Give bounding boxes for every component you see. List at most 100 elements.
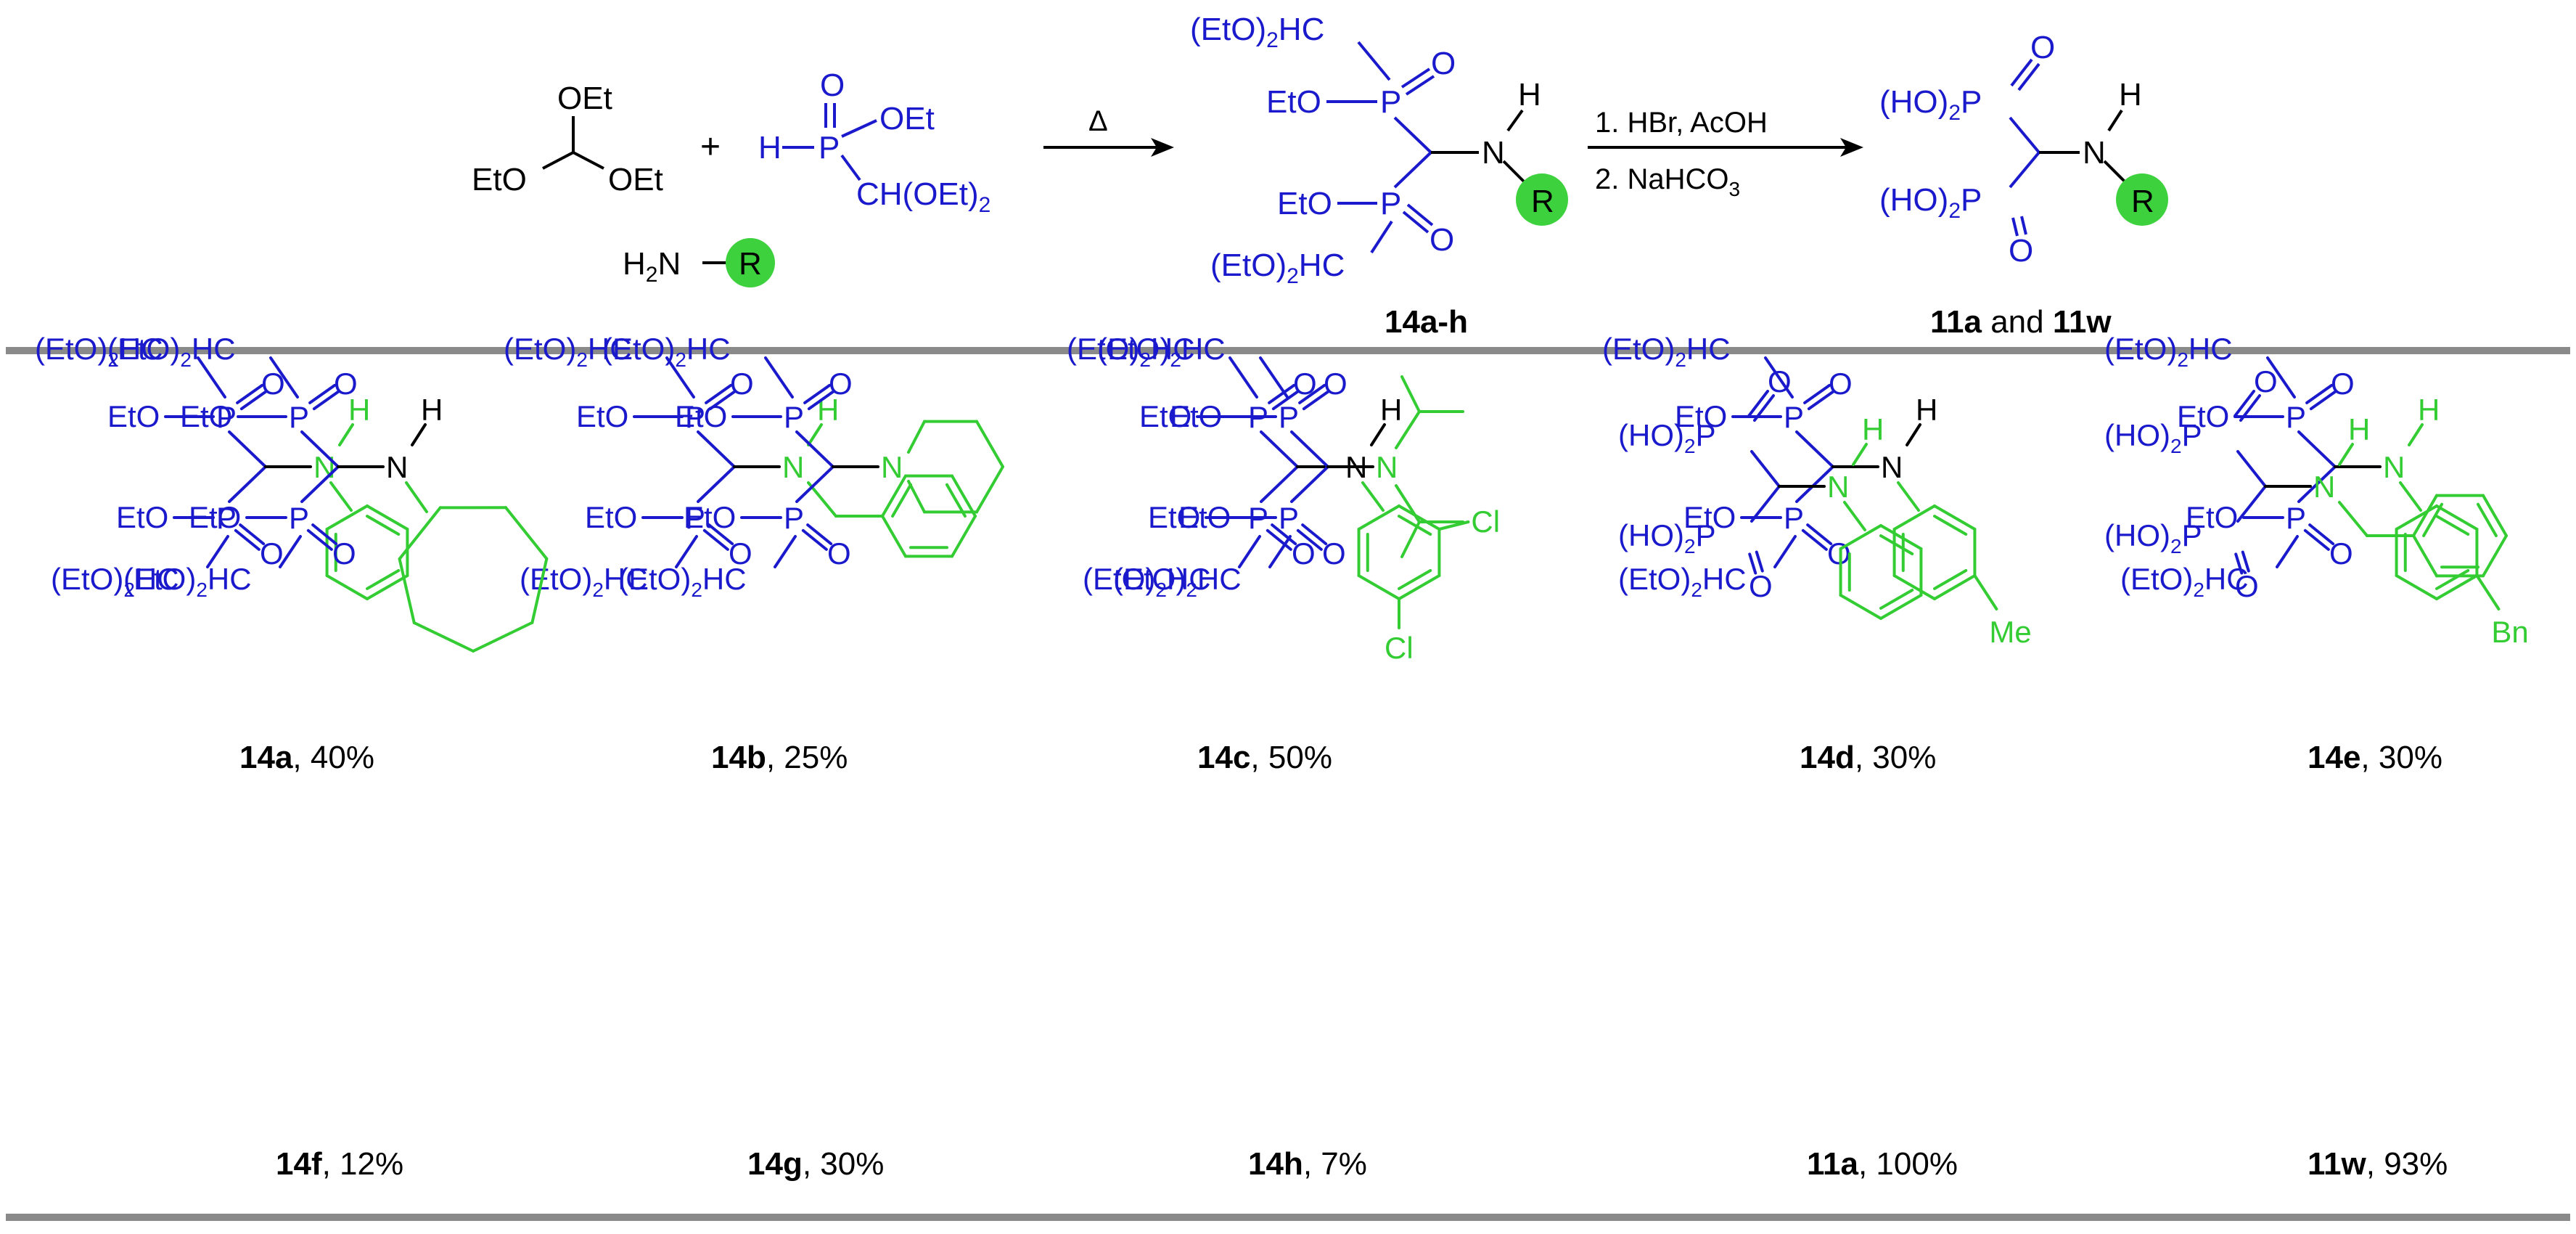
label-h: H [1380,393,1402,427]
bond [1502,160,1525,183]
bond [573,151,604,170]
ring-bond [1933,504,1977,531]
compound-label: 14e, 30% [2308,740,2442,775]
bond [807,423,823,446]
compound-label: 14a, 40% [239,740,374,775]
compound-id: 14e [2308,740,2360,775]
label-n: N [2383,450,2405,484]
bond-double [2305,383,2334,404]
frag-a: (EtO) [504,332,576,366]
frag-a: (EtO) [1190,12,1266,47]
frag-a: (EtO) [1083,562,1155,596]
frag-b: HC [1167,562,1211,596]
bond-double [311,523,338,546]
compound-label: 11w, 93% [2308,1146,2448,1182]
frag-sub: 2 [2170,435,2182,457]
compound-yield: , 100% [1858,1146,1958,1182]
label-eto: EtO [1148,500,1200,534]
bond [338,423,354,446]
frag-sub: 2 [180,348,192,371]
bond [1750,485,1781,523]
frag-b: HC [208,562,252,596]
label-p: P [216,400,237,434]
bond [1395,484,1421,523]
label-h2n: H2N [623,246,681,287]
ring-bond-inner [2476,502,2498,537]
label-n: N [782,450,804,484]
ring-bond-inner [366,568,401,590]
frag-sub: 2 [1139,348,1151,371]
label-eto2hc: (EtO)2 HC [123,562,252,601]
frag-sub: 2 [1287,264,1299,288]
label-eto2hc: (EtO)2HC [504,332,632,371]
label-cl: Cl [1385,631,1414,665]
bond [1400,520,1421,558]
bond-double [1271,523,1297,546]
ring-bond [881,474,907,518]
bond [2236,450,2267,488]
label-eto: EtO [116,500,168,534]
arrow-label-step2: 2. NaHCO3 [1595,163,1740,200]
ring-bond [366,504,409,531]
bond-double [1755,550,1764,573]
bond [1260,465,1299,503]
label-o: O [334,367,358,401]
label-ch: CH(OEt) [856,176,979,212]
label-n: N [2083,135,2106,171]
bond [1268,535,1292,568]
label-eto: EtO [585,500,637,534]
ring-bond-inner [1398,568,1432,590]
bond [279,535,302,568]
frag-sub: 2 [1170,348,1181,371]
bond-double [312,390,340,411]
frag-a: (EtO) [1602,332,1675,366]
frag-a: (EtO) [2104,332,2177,366]
label-eto: EtO [1277,186,1332,221]
compound-id: 14g [747,1146,803,1182]
bond [1906,423,1921,446]
label-p: P [1279,501,1299,535]
label-ho2p: (HO)2P [1618,518,1716,557]
bond [1260,430,1299,468]
label-eto: EtO [1683,500,1736,534]
frag-sub: 2 [1155,579,1167,601]
label-h: H [1862,412,1884,446]
frag-sub: 2 [576,348,588,371]
label-o: O [1749,569,1773,603]
ring-bond [1839,594,1882,620]
ring-bond-inner [1879,534,1914,556]
plus-sign: + [700,128,721,166]
label-n: N [1827,470,1849,504]
label-n: N [881,450,903,484]
bond-double [1400,68,1431,89]
bond-double [308,383,337,404]
frag-a: (EtO) [123,562,196,596]
label-p: P [2286,501,2306,535]
frag-sub: 2 [123,579,135,601]
label-o: O [1324,367,1348,401]
bond [1238,535,1261,568]
frag-sub: 2 [1684,435,1696,457]
bond-double [236,383,264,404]
label-11a: 11a [1930,304,1982,340]
bond [2276,535,2299,568]
label-p: P [784,400,804,434]
ring-bond [907,420,926,454]
bond-double [2010,58,2033,87]
label-eto: EtO [684,500,736,534]
label-p: P [784,501,804,535]
label-o: O [2329,536,2353,571]
ring-bond [398,506,442,560]
label-eto2hc: (EtO)2HC [1067,332,1195,371]
bond [1764,356,1794,399]
frag-sub: 2 [1675,348,1686,371]
bond [405,481,428,513]
label-o: O [1293,367,1317,401]
frag-b: P [2182,518,2202,552]
label-eto: EtO [675,399,727,433]
frag-b: HC [588,332,632,366]
frag-b: HC [604,562,648,596]
label-h: H [2348,412,2370,446]
